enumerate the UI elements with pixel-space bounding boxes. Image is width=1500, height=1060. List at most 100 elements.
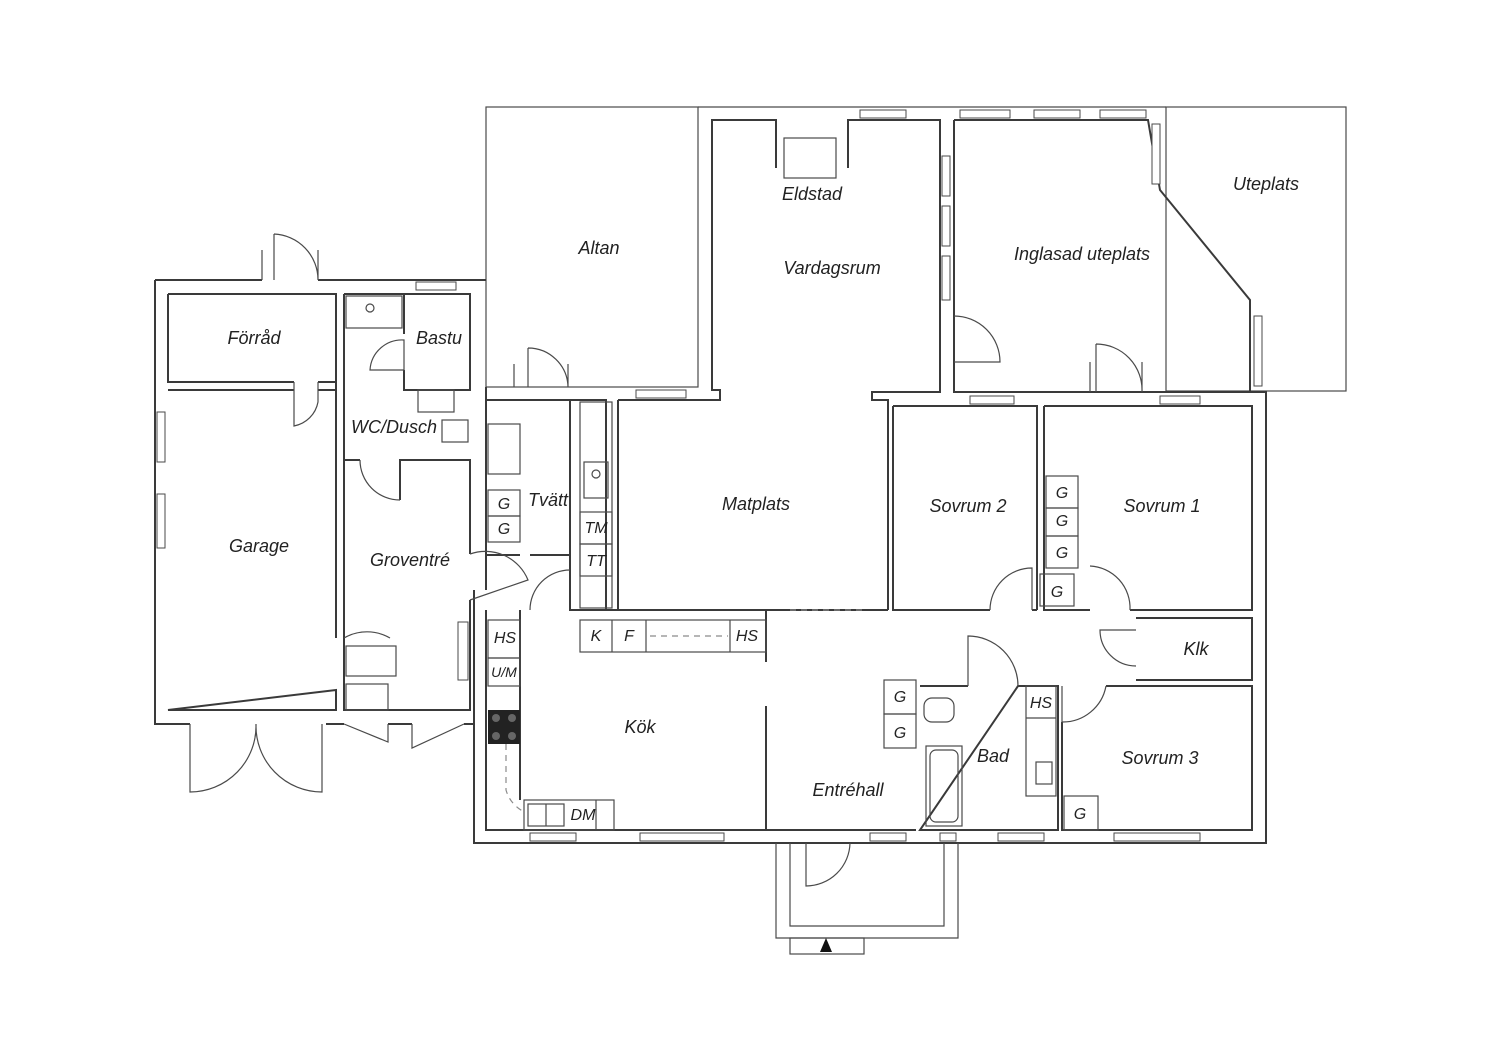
bastu-door [369, 339, 405, 371]
g-cabinet [1045, 535, 1079, 569]
bad-door [967, 635, 1019, 687]
shower-drain [365, 303, 375, 313]
fixture-label-hs: HS [1030, 695, 1053, 712]
window [1253, 315, 1263, 387]
room-label-klk: Klk [1183, 639, 1209, 659]
fixture-labels: G G TM TT K F HS HS U/M DM G G G G G G H… [491, 485, 1086, 824]
room-label-inglasad-uteplats: Inglasad uteplats [1014, 244, 1150, 264]
garage-gate [189, 723, 323, 793]
fixture-label-hs: HS [736, 628, 759, 645]
window [415, 281, 457, 291]
room-label-sovrum-2: Sovrum 2 [929, 496, 1006, 516]
forrad-door [261, 233, 319, 281]
bastu-walls [344, 293, 471, 391]
garage-inner-door [343, 631, 391, 639]
window [1099, 109, 1147, 119]
sovrum-3-walls [1061, 685, 1253, 831]
counter-dividers [611, 620, 731, 652]
counter-dash-2 [505, 744, 525, 813]
kitchen-top-counter [579, 619, 767, 653]
fixture-label-g: G [1074, 806, 1086, 823]
burner [508, 732, 516, 740]
fixture-label-g: G [1056, 545, 1068, 562]
window [1033, 109, 1081, 119]
klk-walls [1136, 617, 1253, 681]
bathtub [925, 745, 963, 827]
annex-doors [343, 723, 465, 749]
window [1151, 123, 1161, 185]
window [156, 493, 166, 549]
room-label-sovrum-1: Sovrum 1 [1123, 496, 1200, 516]
g-cabinet [487, 515, 521, 543]
room-label-bastu: Bastu [416, 328, 462, 348]
window [869, 832, 907, 842]
wc-door [359, 459, 401, 501]
fixture-label-hs: HS [494, 630, 517, 647]
g-cabinet [1063, 795, 1099, 831]
room-label-entrehall: Entréhall [812, 780, 884, 800]
entre-door [805, 842, 851, 887]
fixture-label-um: U/M [491, 664, 517, 680]
porch-outline [775, 843, 959, 939]
fixture-label-dm: DM [571, 807, 597, 824]
window [529, 832, 577, 842]
vardagsrum-walls [618, 119, 941, 610]
wc-sink [417, 389, 455, 413]
bad-counter [1025, 685, 1057, 797]
sovrum-1-walls [1043, 405, 1253, 611]
tvatt-door [529, 569, 571, 611]
room-label-bad: Bad [977, 746, 1010, 766]
kitchen-bottom-counter [523, 799, 615, 831]
fixture-label-k: K [591, 628, 603, 645]
room-label-tvatt: Tvätt [528, 490, 569, 510]
room-label-groventre: Groventré [370, 550, 450, 570]
g-cabinet [883, 713, 917, 749]
forrad-walls [167, 293, 337, 426]
fixture-label-g: G [1056, 485, 1068, 502]
window [941, 205, 951, 247]
window [939, 832, 957, 842]
tt-box [579, 543, 613, 577]
window [156, 411, 166, 463]
inglasad-door [953, 315, 1001, 363]
porch-inner [789, 843, 945, 927]
g-cabinet [1039, 573, 1075, 607]
sovrum-2-walls [892, 405, 1038, 611]
room-label-sovrum-3: Sovrum 3 [1121, 748, 1198, 768]
entrance-step [789, 937, 865, 955]
inglasad-west [953, 120, 1266, 393]
window [457, 621, 469, 681]
sovrum-3-door [1061, 685, 1107, 723]
bad-sink [1035, 761, 1053, 785]
fixture-label-g: G [894, 725, 906, 742]
garage-walls [167, 389, 337, 711]
groventre-walls [343, 294, 471, 711]
room-labels: Förråd Bastu WC/Dusch Garage Groventré A… [227, 174, 1299, 800]
burner [492, 732, 500, 740]
inglasad-walls [954, 119, 1251, 392]
fireplace [783, 137, 837, 179]
kitchen-north [569, 400, 888, 611]
windows [156, 109, 1263, 842]
tvatt-sink [583, 461, 609, 499]
garage-door [293, 382, 319, 427]
entrance-arrow-icon [820, 938, 832, 952]
window [1113, 832, 1201, 842]
burner [492, 714, 500, 722]
window [635, 389, 687, 399]
groventre-bench [345, 645, 397, 677]
fixture-label-g: G [1056, 513, 1068, 530]
entrance-porch [775, 843, 959, 955]
bathtub-inner [929, 749, 959, 823]
room-label-altan: Altan [577, 238, 619, 258]
uteplats-door [1089, 343, 1143, 393]
fixture-label-tt: TT [586, 553, 607, 570]
um-box [487, 657, 521, 687]
groventre-box [345, 683, 389, 711]
room-label-forrad: Förråd [227, 328, 281, 348]
room-label-wc-dusch: WC/Dusch [351, 417, 437, 437]
tvatt-room [486, 399, 607, 610]
window [997, 832, 1045, 842]
groventre-door [469, 550, 529, 601]
fixture-label-tm: TM [584, 520, 608, 537]
